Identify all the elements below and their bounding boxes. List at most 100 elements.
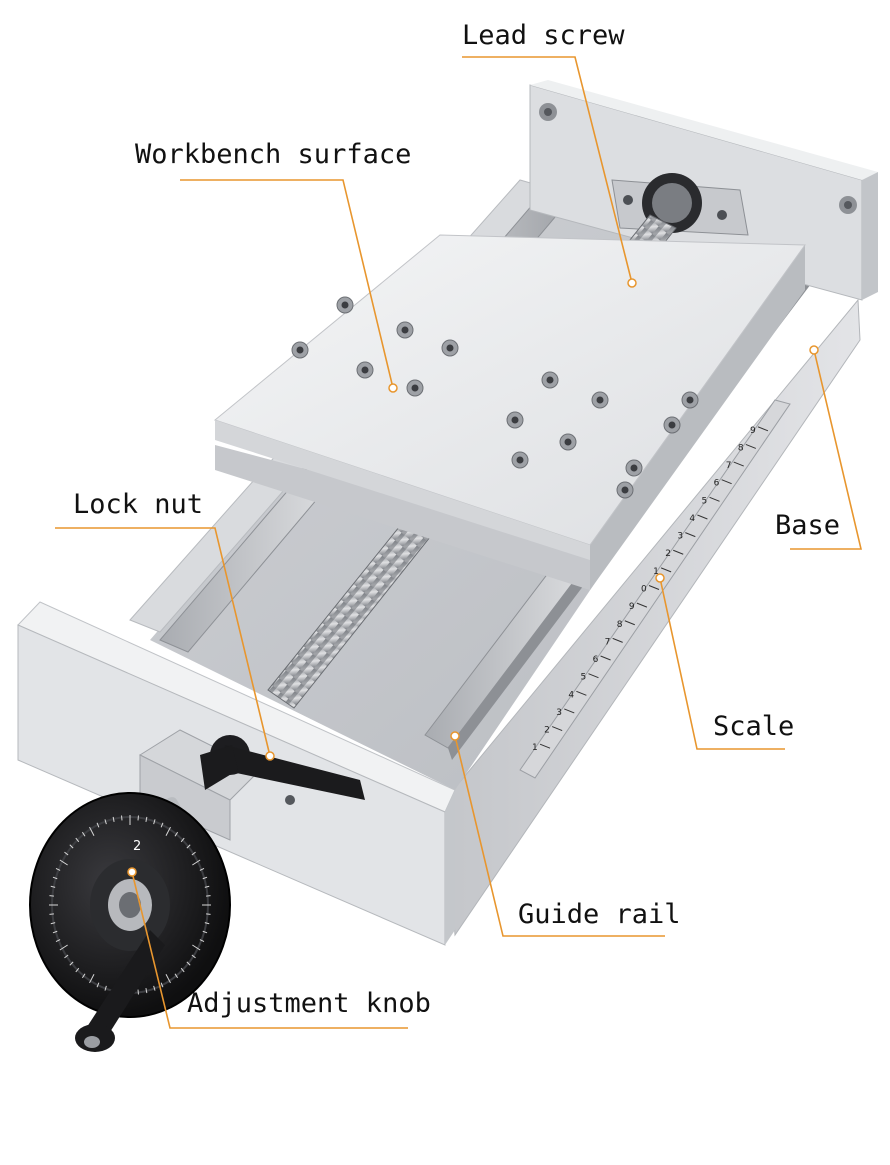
knob-graduation — [52, 876, 58, 880]
knob-graduation — [165, 974, 171, 984]
scale-tick-label: 1 — [532, 743, 538, 753]
scale-tick — [588, 673, 599, 679]
table-mounting-holes — [291, 296, 699, 499]
leader-guide-rail — [454, 735, 665, 937]
knob-graduation — [64, 851, 69, 856]
leader-dots — [127, 278, 819, 877]
knob-graduation — [50, 885, 56, 888]
knob-graduation — [145, 816, 148, 822]
scale-tick — [636, 602, 648, 608]
knob-graduation — [69, 844, 74, 849]
knob-graduation — [145, 988, 148, 994]
knob-graduation — [112, 816, 115, 822]
scale-tick-label: 2 — [665, 549, 671, 559]
label-guide-rail: Guide rail — [518, 899, 681, 930]
knob-graduation — [160, 982, 164, 988]
knob-graduation — [160, 822, 164, 828]
knob-graduation — [50, 922, 56, 925]
knob-graduation — [64, 954, 69, 959]
mounting-hole-center — [630, 464, 638, 472]
knob-graduation — [204, 885, 210, 888]
label-workbench-surface: Workbench surface — [135, 139, 412, 170]
knob-graduation — [49, 913, 54, 915]
label-lead-screw: Lead screw — [462, 20, 625, 51]
mounting-hole-center — [296, 346, 304, 354]
knob-graduation — [206, 913, 211, 915]
knob-graduation — [59, 859, 68, 866]
mounting-hole-center — [361, 366, 369, 374]
scale-tick-label: 1 — [653, 567, 659, 577]
knob-graduation — [186, 844, 191, 849]
adjustment-handwheel: 2 — [29, 792, 231, 1052]
mounting-hole-center — [621, 486, 629, 494]
mounting-hole-center — [411, 384, 419, 392]
front-end-plate — [17, 601, 456, 946]
knob-graduation — [81, 831, 86, 837]
knob-graduation — [165, 826, 171, 836]
scale-tick-label: 7 — [605, 637, 611, 647]
knob-graduation — [180, 837, 185, 843]
scale-tick — [660, 567, 672, 573]
scale-tick — [648, 585, 660, 590]
knob-graduation — [204, 922, 210, 925]
knob-marking: 2 — [133, 839, 141, 854]
knob-graduation — [191, 954, 196, 959]
scale-tick — [624, 620, 635, 626]
leader-lock-nut — [55, 527, 271, 757]
knob-graduation — [96, 822, 100, 828]
knob-graduation — [75, 967, 80, 973]
knob-graduation — [153, 985, 156, 991]
knob-graduation — [206, 895, 211, 897]
knob-graduation — [174, 831, 179, 837]
scale-tick — [551, 726, 563, 732]
mounting-hole-center — [516, 456, 524, 464]
scale-tick-label: 6 — [714, 479, 720, 489]
leader-base — [790, 349, 863, 550]
scale-tick — [685, 532, 696, 538]
workbench-table — [213, 234, 806, 590]
knob-graduation — [153, 819, 156, 825]
knob-graduation — [202, 930, 208, 934]
mounting-hole-center — [511, 416, 519, 424]
scale-tick-label: 0 — [641, 585, 647, 595]
knob-graduation — [89, 974, 95, 984]
scale-tick-label: 8 — [738, 443, 744, 453]
leader-lead-screw — [462, 56, 633, 284]
knob-graduation — [199, 867, 205, 871]
mounting-hole-center — [546, 376, 554, 384]
scale-tick — [539, 743, 551, 749]
label-base: Base — [775, 510, 841, 541]
scale-tick-label: 3 — [677, 532, 683, 542]
scale-tick-label: 7 — [726, 461, 732, 471]
scale-tick-label: 2 — [544, 726, 550, 736]
scale-tick-label: 9 — [750, 426, 756, 436]
knob-graduation — [174, 973, 179, 979]
knob-graduation — [202, 876, 208, 880]
leader-scale — [659, 577, 785, 750]
knob-graduation — [104, 985, 107, 991]
knob-graduation — [55, 867, 61, 871]
knob-graduation — [192, 859, 201, 866]
knob-graduation — [186, 961, 191, 966]
scale-tick-label: 9 — [629, 602, 635, 612]
knob-graduation — [52, 930, 58, 934]
scale-tick-label: 6 — [593, 655, 599, 665]
leader-adjustment-knob — [131, 871, 408, 1029]
mounting-hole-center — [564, 438, 572, 446]
knob-graduation — [89, 826, 95, 836]
scale-tick — [612, 637, 623, 643]
scale-tick-label: 5 — [580, 673, 586, 683]
knob-graduation — [199, 939, 205, 943]
scale-tick — [757, 426, 769, 432]
scale-tick — [745, 443, 757, 449]
knob-graduation — [55, 939, 61, 943]
mounting-hole-center — [401, 326, 409, 334]
knob-graduation — [104, 819, 107, 825]
leader-lines — [55, 56, 863, 1029]
scale-tick — [564, 708, 575, 714]
knob-graduation — [59, 944, 68, 951]
knob-graduation — [192, 944, 201, 951]
mounting-hole-center — [686, 396, 694, 404]
